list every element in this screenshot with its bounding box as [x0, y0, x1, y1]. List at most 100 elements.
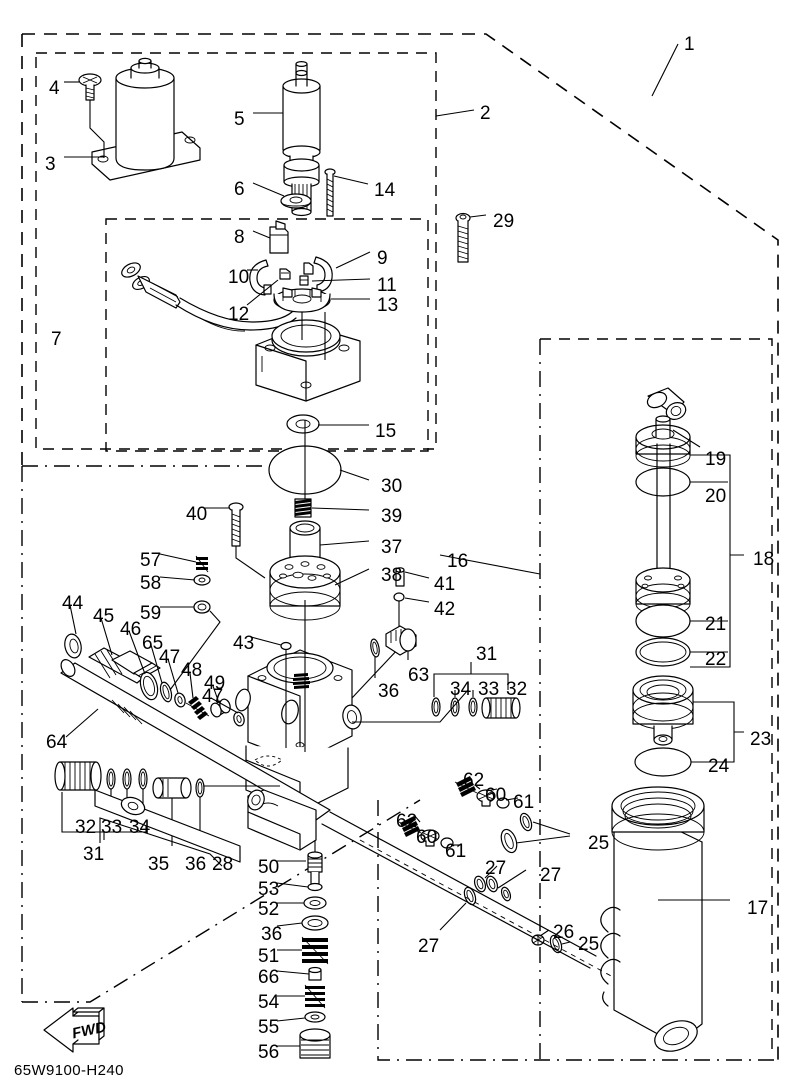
- part-spring-57: [195, 555, 209, 573]
- callout-44-retaining-ring: 44: [62, 593, 84, 614]
- part-group-31-right: [431, 697, 521, 719]
- fwd-arrow-icon: [43, 1007, 105, 1053]
- leader-19: [672, 429, 701, 448]
- part-insulator-10: [249, 259, 272, 296]
- callout-11-brush: 11: [377, 275, 397, 296]
- callout-26-check-valve-ball: 26: [553, 922, 575, 943]
- part-orings-25-27: [463, 812, 563, 954]
- part-spring-39: [294, 498, 312, 518]
- part-valve-seat-38: [269, 555, 341, 621]
- part-number-label: 65W9100-H240: [14, 1062, 124, 1079]
- boundary-brush-7: [105, 218, 429, 452]
- callout-57-spring: 57: [140, 550, 162, 571]
- part-shaft-64: [60, 659, 331, 821]
- callout-19-tilt-rod: 19: [705, 449, 727, 470]
- leader-lines: [64, 43, 679, 1047]
- callout-48-spring: 48: [181, 660, 203, 681]
- callout-13-brush-holder-plate: 13: [377, 295, 399, 316]
- part-bolt-14: [324, 168, 336, 217]
- part-spool-valve-45: [88, 647, 161, 684]
- callout-60-screw: 60: [416, 827, 438, 848]
- callout-47-washer: 47: [202, 686, 224, 707]
- part-spring-48: [185, 696, 210, 720]
- callout-52-o-ring: 52: [258, 899, 280, 920]
- part-seat-59: [193, 600, 211, 614]
- callout-23-cylinder-end-screw: 23: [750, 729, 772, 750]
- part-washer-47a: [174, 692, 186, 708]
- part-oring-46: [139, 671, 159, 701]
- callout-39-spring: 39: [381, 506, 403, 527]
- callout-9-brush-spring: 9: [377, 248, 388, 269]
- part-valve-body: [235, 649, 362, 813]
- part-motor-base-3: [91, 57, 201, 181]
- callout-66-seat: 66: [258, 967, 280, 988]
- callout-63-valve-plug: 63: [408, 665, 430, 686]
- part-tilt-piston-18: [632, 387, 694, 777]
- callout-61-ball: 61: [445, 841, 467, 862]
- callout-34-o-ring: 34: [129, 817, 151, 838]
- leader-31-body: [352, 689, 469, 723]
- part-screw-40: [228, 502, 244, 547]
- callout-46-o-ring: 46: [120, 619, 142, 640]
- callout-33-o-ring: 33: [478, 679, 500, 700]
- callout-58-washer: 58: [140, 573, 162, 594]
- callout-30-gasket: 30: [381, 476, 403, 497]
- callout-25-o-ring: 25: [578, 934, 600, 955]
- callout-50-relief-valve: 50: [258, 857, 280, 878]
- callout-34-o-ring: 34: [450, 679, 472, 700]
- callout-27-o-ring: 27: [540, 865, 562, 886]
- part-washer-47b: [233, 711, 245, 727]
- part-screw-4: [78, 73, 102, 101]
- callout-5-armature-assembly: 5: [234, 109, 245, 130]
- callout-51-spring: 51: [258, 946, 280, 967]
- callout-36-o-ring: 36: [185, 854, 207, 875]
- part-terminal-12: [279, 268, 291, 280]
- part-oring-65: [159, 681, 173, 703]
- callout-36-o-ring: 36: [378, 681, 400, 702]
- leaders-27: [439, 865, 527, 931]
- leader-59: [169, 610, 221, 691]
- bracket-31-right: [433, 662, 509, 690]
- callout-61-ball: 61: [513, 792, 535, 813]
- callout-27-o-ring: 27: [418, 936, 440, 957]
- callout-32-o-ring: 32: [506, 679, 528, 700]
- part-motor-housing: [255, 319, 361, 402]
- callout-43-ball: 43: [233, 633, 255, 654]
- callout-62-spring: 62: [463, 770, 485, 791]
- callout-29-bolt: 29: [493, 211, 515, 232]
- callout-28-reservoir-cover: 28: [212, 854, 234, 875]
- leader-25b: [561, 941, 571, 945]
- callout-40-screw: 40: [186, 504, 208, 525]
- callout-35-valve-plug: 35: [148, 854, 170, 875]
- part-ball-42: [393, 592, 405, 602]
- callout-8-brush-holder: 8: [234, 227, 245, 248]
- callout-10-insulator: 10: [228, 267, 250, 288]
- callout-6-washer: 6: [234, 179, 245, 200]
- callout-31-manual-valve-assembly: 31: [83, 844, 105, 865]
- callout-2-tilt-motor-assembly: 2: [480, 103, 491, 124]
- part-brush-11: [299, 262, 314, 286]
- callout-4-screw: 4: [49, 78, 60, 99]
- callout-65-o-ring: 65: [142, 633, 164, 654]
- callout-15-o-ring: 15: [375, 421, 397, 442]
- part-tilt-ram-rod: [321, 811, 627, 985]
- part-cylinder-body-17: [600, 786, 705, 1052]
- callout-47-washer: 47: [159, 647, 181, 668]
- callout-16-valve-assembly: 16: [447, 551, 469, 572]
- leaders-25: [515, 821, 571, 844]
- callout-49-seat: 49: [204, 673, 226, 694]
- callout-12-terminal: 12: [228, 304, 250, 325]
- callout-45-spool-valve: 45: [93, 606, 115, 627]
- callout-33-o-ring: 33: [101, 817, 123, 838]
- part-oring-36a: [370, 638, 380, 658]
- callout-53-ball: 53: [258, 879, 280, 900]
- part-bolt-29: [455, 212, 471, 263]
- callout-18-tilt-piston-assembly: 18: [753, 549, 775, 570]
- bracket-18: [690, 454, 744, 668]
- leader-26: [539, 929, 550, 937]
- callout-22-back-up-ring: 22: [705, 649, 727, 670]
- boundary-motor-2: [35, 52, 437, 450]
- part-oring-15: [286, 414, 320, 434]
- part-group-31-left: [54, 761, 205, 799]
